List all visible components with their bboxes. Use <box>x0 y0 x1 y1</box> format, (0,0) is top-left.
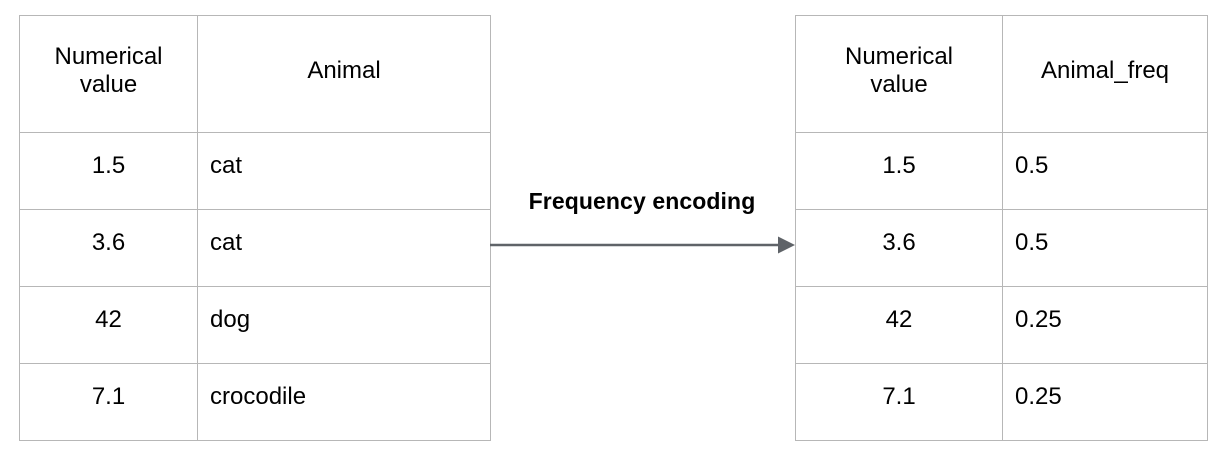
transformation-arrow-icon <box>490 236 795 254</box>
table-header-row: Numerical value Animal <box>19 15 491 133</box>
cell-animal-freq: 0.25 <box>1002 363 1208 441</box>
cell-numerical-value: 7.1 <box>795 363 1003 441</box>
cell-numerical-value: 3.6 <box>19 209 198 287</box>
header-cell-animal: Animal <box>197 15 491 133</box>
cell-numerical-value: 42 <box>19 286 198 364</box>
table-row: 1.5 cat <box>19 132 491 210</box>
header-cell-animal-freq: Animal_freq <box>1002 15 1208 133</box>
table-row: 7.1 crocodile <box>19 363 491 441</box>
header-label-animal-freq: Animal_freq <box>1040 56 1170 84</box>
header-label-animal: Animal <box>307 56 381 84</box>
encoded-table: Numerical value Animal_freq 1.5 0.5 <box>795 15 1208 441</box>
header-line-1: Numerical <box>844 42 954 70</box>
cell-numerical-value: 7.1 <box>19 363 198 441</box>
header-cell-numerical-value: Numerical value <box>795 15 1003 133</box>
cell-numerical-value: 1.5 <box>795 132 1003 210</box>
cell-animal: crocodile <box>197 363 491 441</box>
table-row: 3.6 0.5 <box>795 209 1208 287</box>
cell-animal: cat <box>197 209 491 287</box>
header-line-1: Numerical <box>54 42 163 70</box>
table-row: 42 dog <box>19 286 491 364</box>
cell-numerical-value: 3.6 <box>795 209 1003 287</box>
table-row: 3.6 cat <box>19 209 491 287</box>
cell-animal-freq: 0.5 <box>1002 209 1208 287</box>
table-row: 1.5 0.5 <box>795 132 1208 210</box>
header-cell-numerical-value: Numerical value <box>19 15 198 133</box>
table-row: 7.1 0.25 <box>795 363 1208 441</box>
cell-animal: cat <box>197 132 491 210</box>
cell-animal-freq: 0.5 <box>1002 132 1208 210</box>
table-row: 42 0.25 <box>795 286 1208 364</box>
table-header-row: Numerical value Animal_freq <box>795 15 1208 133</box>
header-line-2: value <box>870 71 928 98</box>
header-line-2: value <box>79 71 138 98</box>
cell-animal: dog <box>197 286 491 364</box>
source-table: Numerical value Animal 1.5 cat 3.6 <box>19 15 491 441</box>
cell-numerical-value: 1.5 <box>19 132 198 210</box>
cell-animal-freq: 0.25 <box>1002 286 1208 364</box>
cell-numerical-value: 42 <box>795 286 1003 364</box>
transformation-group: Frequency encoding <box>490 188 795 263</box>
transformation-label: Frequency encoding <box>528 188 756 214</box>
